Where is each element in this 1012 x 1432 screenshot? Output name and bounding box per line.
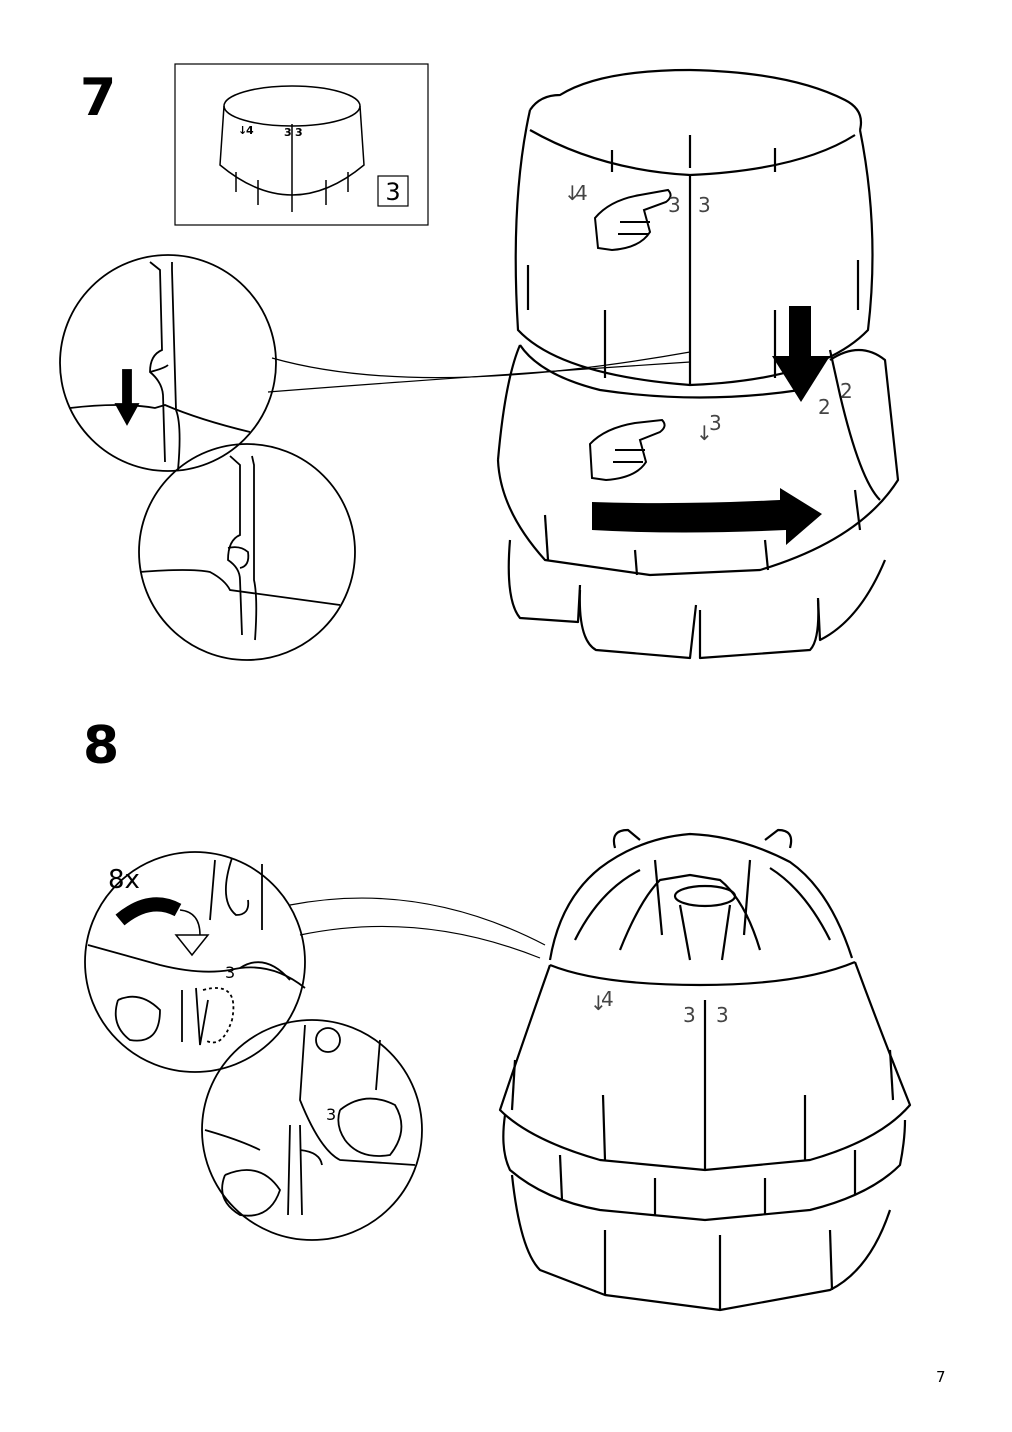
hand-press-icon [588,418,666,482]
detail-callout-line [289,897,546,959]
step-7-inset: 3 ↓ 4 3 3 [174,63,429,226]
shade-label-2b: 2 [840,379,853,403]
svg-text:↓: ↓ [696,421,713,445]
shade-label-4: 4 [575,181,588,205]
push-down-arrow [772,306,830,402]
step-8-detail-circle-1 [84,851,306,1073]
page-number: 7 [936,1368,946,1386]
inset-label-3-right: 3 [295,126,303,139]
step-7-number: 7 [80,68,117,128]
svg-text:↓: ↓ [590,991,607,1015]
hand-press-icon [593,188,672,252]
step8-shade-label-3-left: 3 [683,1003,696,1027]
step-8-lamp-shade [498,828,912,1312]
step8-shade-label-3-right: 3 [716,1003,729,1027]
step8-shade-label-4: 4 [601,987,614,1011]
step-8-detail-circle-2 [201,1019,423,1241]
inset-label-4: 4 [246,124,254,137]
detail-label-3-bottom: 3 [326,1105,336,1124]
shade-label-3-lower: 3 [709,411,722,435]
shade-label-3-right: 3 [698,193,711,217]
rotate-arrow [592,488,822,545]
detail-label-3-top: 3 [225,963,235,982]
step-7-detail-circle-1 [59,254,277,472]
shade-label-3-left: 3 [668,193,681,217]
svg-text:↓: ↓ [238,124,247,137]
inset-badge-number: 3 [385,178,400,206]
step-7-lamp-shade [496,68,900,660]
detail-callout-line [267,351,691,393]
svg-text:↓: ↓ [564,181,581,205]
shade-label-2a: 2 [818,395,831,419]
inset-label-3-left: 3 [284,126,292,139]
repeat-count-label: 8x [108,865,140,895]
step-7-detail-circle-2 [138,443,356,661]
step-8-number: 8 [83,716,120,776]
